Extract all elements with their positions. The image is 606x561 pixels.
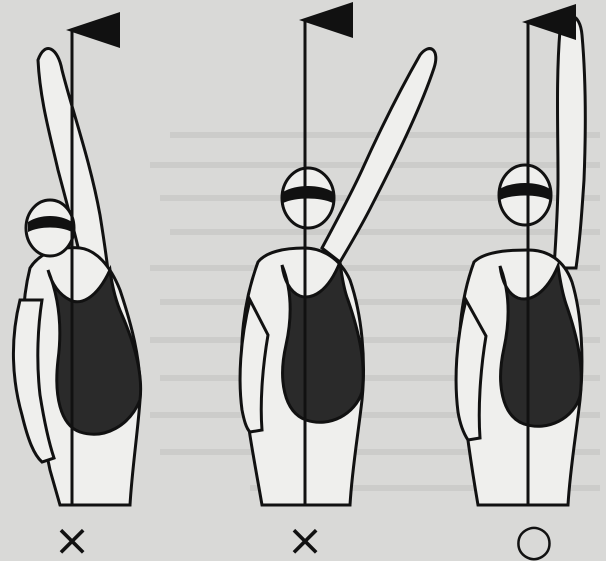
figure-middle: [240, 20, 436, 505]
right-figure-circle-mark: ○: [515, 515, 553, 561]
left-figure-cross-mark: ×: [54, 515, 91, 561]
middle-figure-cross-mark: ×: [287, 515, 324, 561]
right-figure-raised-arm: [554, 16, 585, 268]
left-figure-swimsuit: [48, 270, 141, 434]
figure-left: [13, 30, 140, 505]
figure-right: [456, 16, 585, 505]
